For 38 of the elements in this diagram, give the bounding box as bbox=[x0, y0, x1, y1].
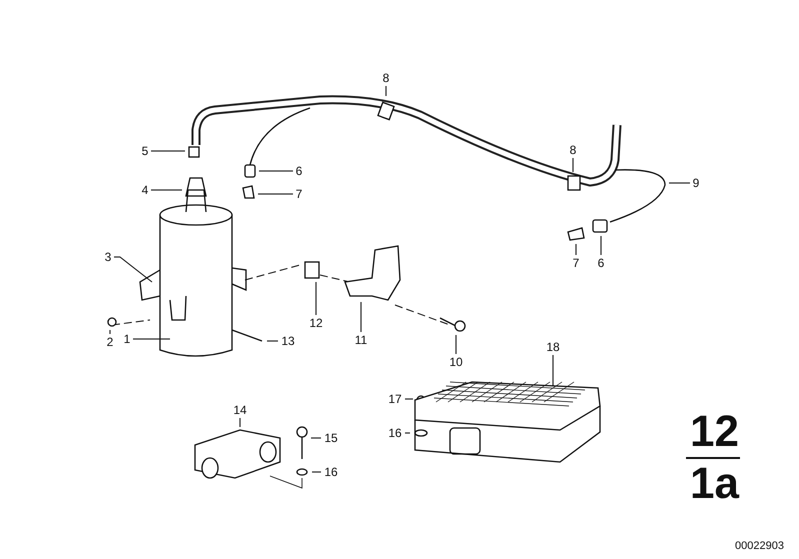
leader-line bbox=[132, 338, 170, 340]
page-number: 1a bbox=[690, 462, 739, 506]
leader-line bbox=[258, 170, 294, 172]
leader-line bbox=[150, 150, 186, 152]
leader-line bbox=[404, 432, 410, 434]
callout-number: 6 bbox=[294, 164, 304, 178]
callout-number: 8 bbox=[381, 71, 391, 85]
leader-line bbox=[114, 256, 152, 282]
leader-line bbox=[552, 354, 554, 386]
leader-line bbox=[600, 236, 602, 256]
control-unit-drawing bbox=[414, 381, 601, 463]
callout-number: 5 bbox=[140, 144, 150, 158]
leader-line bbox=[266, 340, 278, 342]
callout-number: 16 bbox=[322, 465, 340, 479]
callout-number: 1 bbox=[122, 332, 132, 346]
callout-number: 8 bbox=[568, 143, 578, 157]
callout-number: 7 bbox=[294, 187, 304, 201]
callout-number: 14 bbox=[231, 403, 249, 417]
callout-number: 2 bbox=[105, 335, 115, 349]
callout-number: 6 bbox=[596, 256, 606, 270]
callout-number: 16 bbox=[386, 426, 404, 440]
leader-line bbox=[360, 302, 362, 332]
callout-number: 7 bbox=[571, 256, 581, 270]
callout-number: 18 bbox=[544, 340, 562, 354]
callout-number: 10 bbox=[447, 355, 465, 369]
callout-number: 12 bbox=[307, 316, 325, 330]
callout-number: 4 bbox=[140, 183, 150, 197]
callout-number: 9 bbox=[691, 176, 701, 190]
page-number: 12 bbox=[690, 410, 739, 454]
leader-line bbox=[572, 158, 574, 172]
callout-number: 11 bbox=[352, 333, 370, 347]
diagram-code: 00022903 bbox=[735, 540, 784, 552]
leader-line bbox=[404, 398, 414, 400]
callout-number: 15 bbox=[322, 431, 340, 445]
leader-line bbox=[668, 182, 690, 184]
callout-number: 13 bbox=[279, 334, 297, 348]
callout-number: 3 bbox=[103, 250, 113, 264]
callout-number: 17 bbox=[386, 392, 404, 406]
